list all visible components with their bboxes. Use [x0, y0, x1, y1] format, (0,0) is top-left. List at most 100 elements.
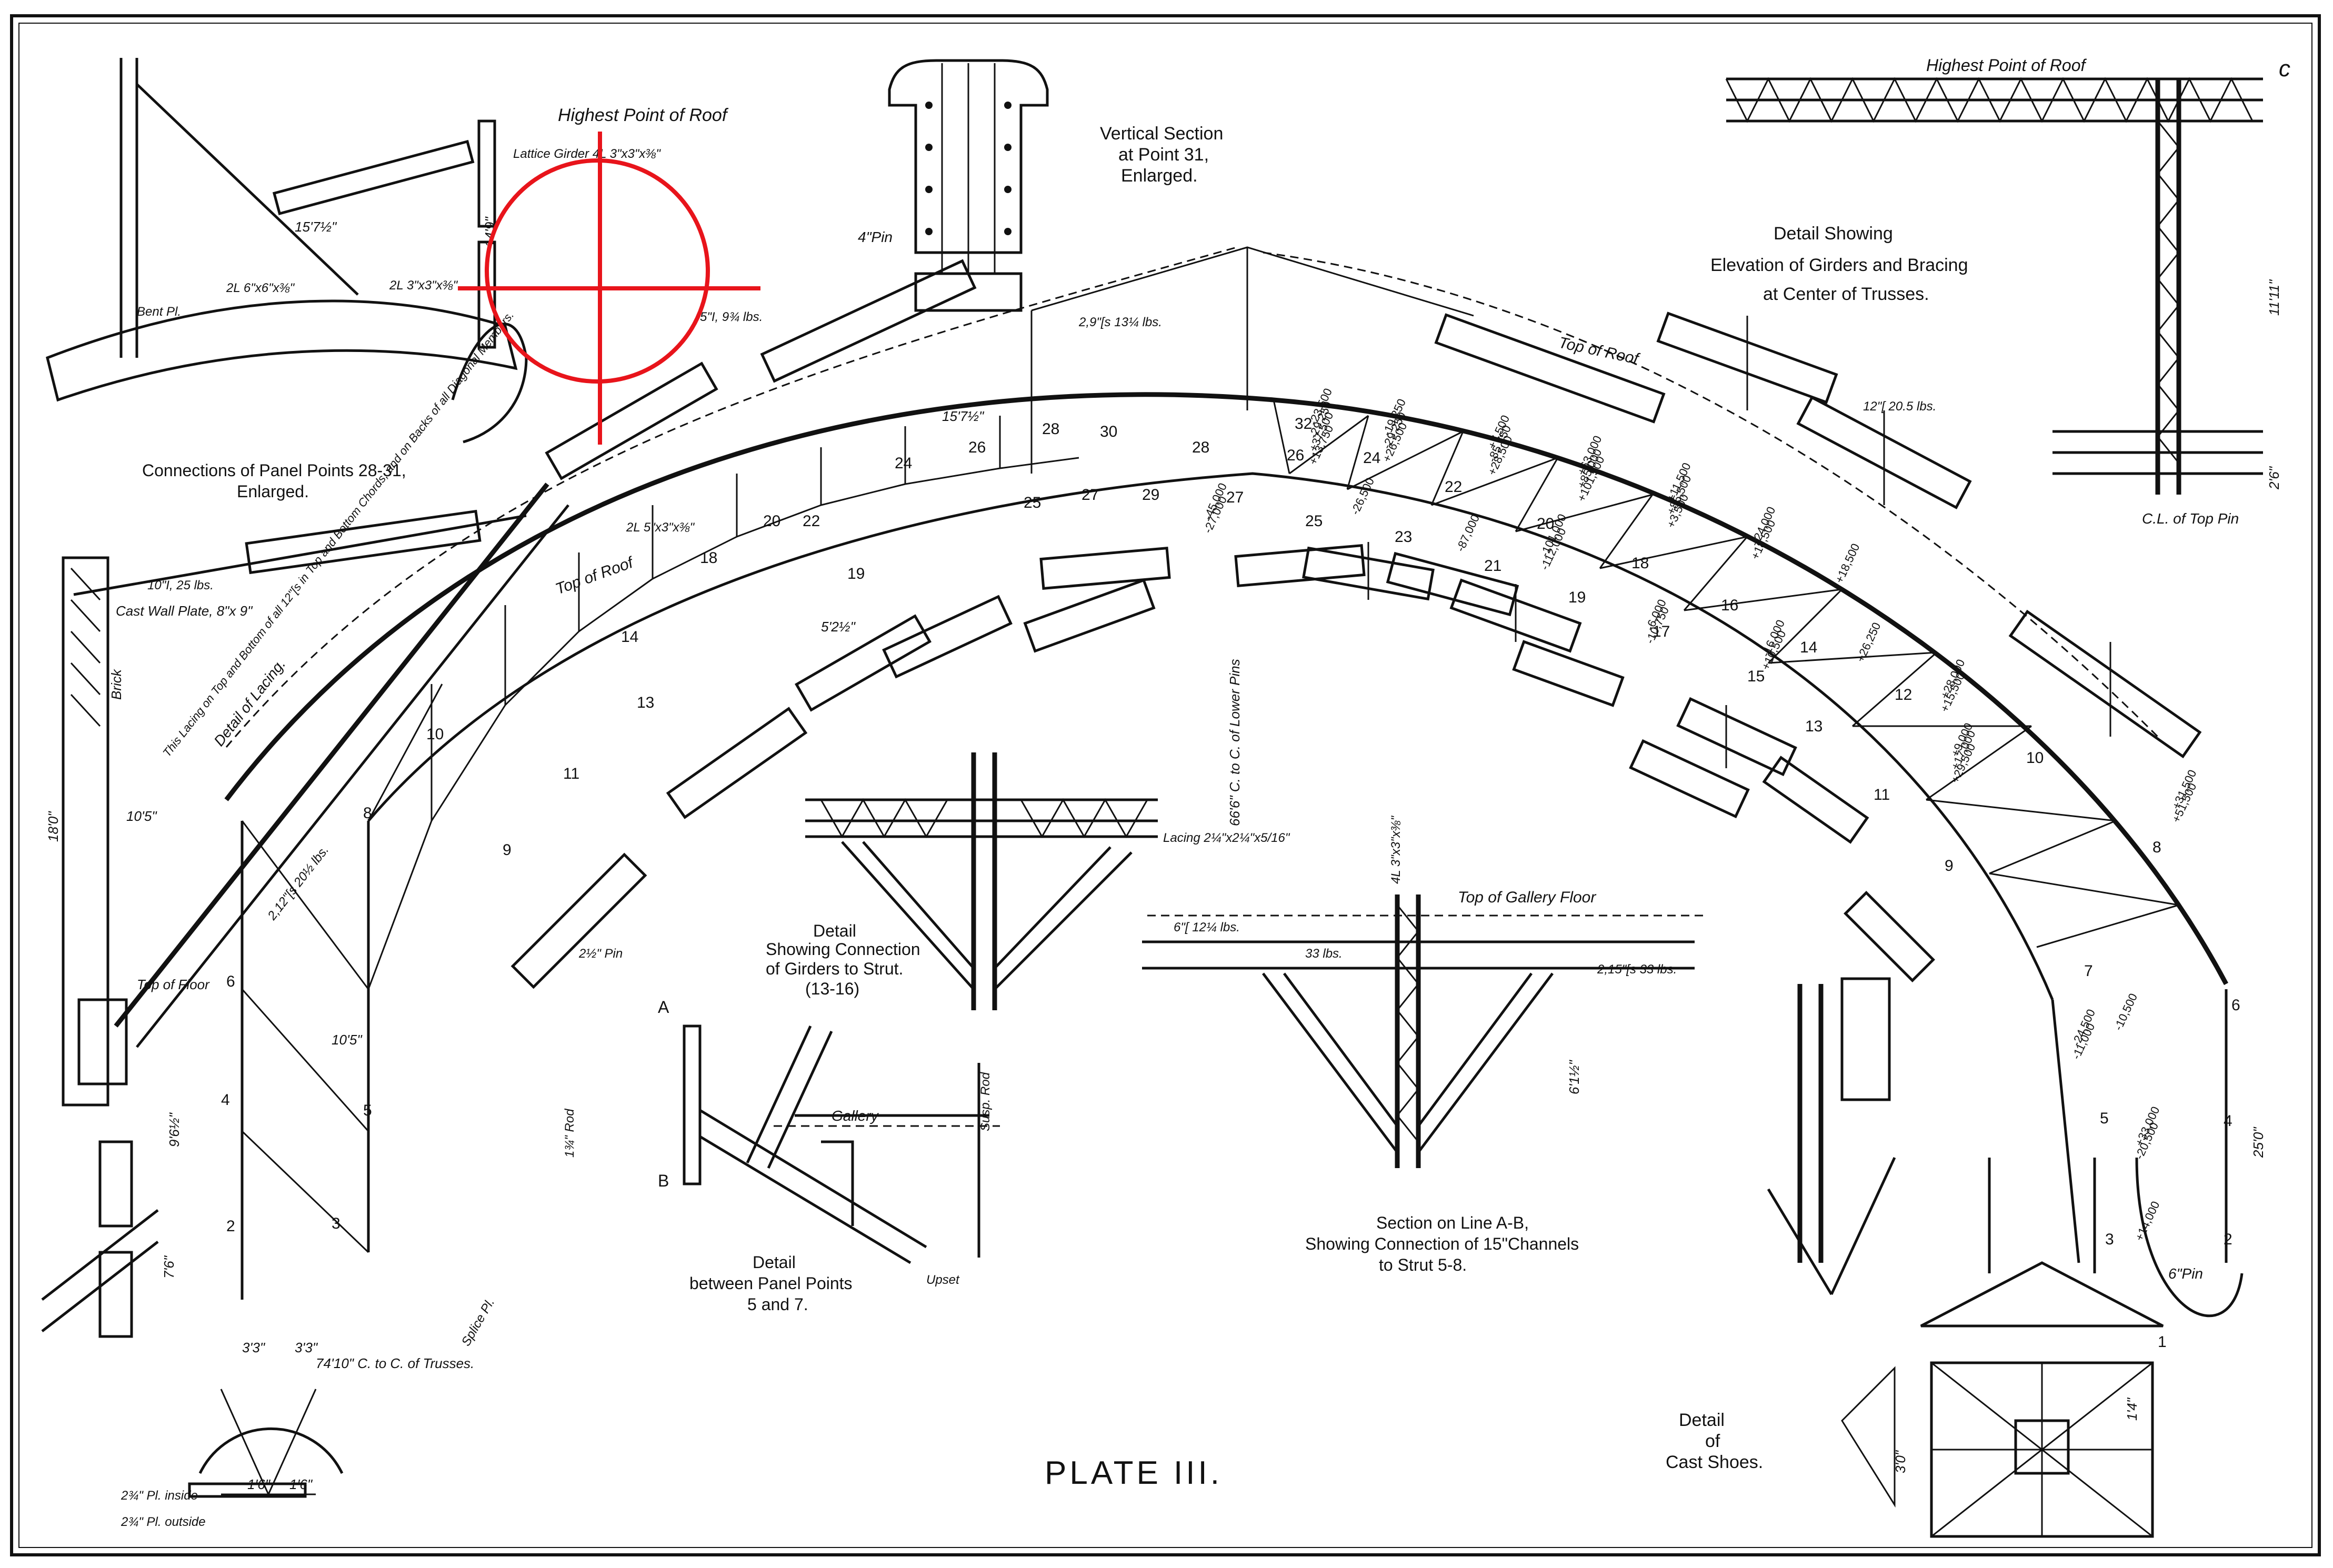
vertical-section: [888, 59, 1049, 312]
cl-top-pin: C.L. of Top Pin: [2142, 510, 2239, 527]
dimension-label: 11'11": [2266, 279, 2282, 316]
section-ab-caption-3: to Strut 5-8.: [1379, 1255, 1467, 1274]
member-note: Susp. Rod: [978, 1072, 993, 1131]
pp-24-left: 24: [895, 455, 912, 472]
pp-14-left: 14: [621, 628, 638, 646]
pp-32: 32: [1295, 415, 1312, 433]
cast-shoes-caption-3: Cast Shoes.: [1666, 1452, 1763, 1472]
cast-shoes-caption-1: Detail: [1679, 1410, 1725, 1430]
pp-6-left: 6: [226, 973, 235, 990]
pp-10-left: 10: [426, 726, 444, 743]
pp-7: 7: [2084, 962, 2093, 980]
b-mark: B: [658, 1171, 669, 1190]
member-note: Bent Pl.: [137, 305, 181, 319]
stress-value: -26,500: [1348, 476, 1377, 517]
pp-25: 25: [1305, 512, 1323, 530]
cast-shoes-detail: [1841, 1158, 2164, 1538]
member-note: Splice Pl.: [459, 1296, 497, 1349]
member-note: 33 lbs.: [1305, 947, 1343, 961]
connections-caption-1: Connections of Panel Points 28-31,: [142, 461, 406, 480]
dimension-label: 3'3": [295, 1340, 318, 1355]
vertical-section-3: Enlarged.: [1121, 166, 1198, 186]
strut-caption-2: Showing Connection: [766, 940, 920, 959]
pp-6: 6: [2231, 997, 2240, 1014]
stress-value: +26,250: [1854, 620, 1884, 664]
stress-value: -87,000: [1454, 512, 1482, 554]
section-ab-caption-2: Showing Connection of 15"Channels: [1305, 1234, 1579, 1253]
member-note: 5"I, 9¾ lbs.: [700, 310, 763, 324]
pp-20-left: 20: [763, 512, 780, 530]
vertical-section-2: at Point 31,: [1118, 145, 1209, 165]
member-note: Upset: [926, 1273, 960, 1287]
member-note: Lacing 2¼"x2¼"x5/16": [1163, 831, 1290, 845]
purlin-details: [73, 259, 2202, 1048]
bracing-caption-1: Detail Showing: [1774, 224, 1893, 244]
dimension-label: 15'7½": [295, 219, 337, 235]
strut-caption-3: of Girders to Strut.: [766, 959, 903, 978]
pp-21: 21: [1484, 557, 1501, 575]
dimension-label: 18'0": [45, 811, 61, 842]
dimension-label: 15'7½": [942, 408, 985, 424]
pp-3: 3: [2105, 1231, 2114, 1248]
dimension-label: 1'6": [247, 1476, 271, 1492]
member-note: 2L 6"x6"x⅜": [226, 281, 295, 295]
plate-inner-border: [18, 23, 2312, 1548]
top-of-floor: Top of Floor: [137, 977, 210, 992]
strut-caption-4: (13-16): [805, 979, 859, 998]
member-note: 12"[ 20.5 lbs.: [1863, 399, 1936, 414]
dimension-label: 7'6": [161, 1255, 177, 1279]
member-note: 2,12"[s 20½ lbs.: [265, 843, 332, 923]
member-note: 1¾" Rod: [563, 1109, 577, 1158]
member-note: Lattice Girder 4L 3"x3"x⅜": [513, 147, 661, 161]
member-note: 2½" Pin: [578, 947, 623, 961]
crosshair-circle: [485, 158, 710, 384]
page-mark: c: [2279, 56, 2290, 82]
pp-18: 18: [1631, 555, 1649, 572]
brick-label: Brick: [108, 668, 124, 700]
pp-14: 14: [1800, 639, 1817, 656]
pp-19-left: 19: [847, 565, 865, 582]
pp-15: 15: [1747, 668, 1765, 685]
lacing-note: This Lacing on Top and Bottom of all 12"…: [160, 308, 516, 759]
dimension-label: 2'6": [2266, 466, 2282, 490]
plate-border: [10, 14, 2321, 1556]
vertical-section-1: Vertical Section: [1100, 124, 1223, 144]
highest-point-left: Highest Point of Roof: [558, 105, 729, 125]
pp-10: 10: [2026, 749, 2044, 767]
pp-4: 4: [2224, 1112, 2232, 1130]
top-of-roof-right: Top of Roof: [1557, 334, 1641, 368]
pp-30: 30: [1100, 423, 1117, 440]
member-note: 2¾" Pl. outside: [121, 1515, 206, 1529]
member-note: 2¾" Pl. inside: [121, 1489, 198, 1503]
pp-5-left: 5: [363, 1102, 372, 1119]
gallery-label: Gallery: [832, 1108, 879, 1124]
stress-value: +18,500: [1833, 541, 1863, 585]
stress-value: -10,500: [2111, 991, 2140, 1032]
main-truss: [224, 246, 2244, 1318]
bracing-caption-2: Elevation of Girders and Bracing: [1710, 255, 1968, 275]
dimension-label: 1'4": [2124, 1397, 2140, 1421]
top-of-roof-left: Top of Roof: [553, 554, 637, 598]
four-pin-label: 4"Pin: [858, 229, 893, 245]
bracing-caption-3: at Center of Trusses.: [1763, 284, 1929, 304]
dimension-label: 6'1½": [1566, 1059, 1582, 1094]
right-strut-details: [1767, 977, 1896, 1295]
pp-19: 19: [1568, 589, 1586, 606]
dimension-label: 3'3": [242, 1340, 266, 1355]
pp-27-left: 27: [1082, 486, 1099, 504]
pp-3-left: 3: [332, 1215, 341, 1232]
pp-25-left: 25: [1024, 494, 1041, 511]
member-note: 2L 5"x3"x⅜": [626, 520, 695, 535]
panel-5-7-detail: [683, 1024, 1000, 1264]
connections-detail: [46, 58, 528, 444]
pp-27: 27: [1226, 489, 1244, 506]
highest-point-right: Highest Point of Roof: [1926, 56, 2087, 75]
panel-caption-1: Detail: [753, 1253, 796, 1272]
pp-23: 23: [1395, 528, 1412, 546]
caption-texts: Highest Point of Roof Highest Point of R…: [108, 56, 2239, 1491]
crosshair-marker: [458, 132, 760, 445]
pp-11-left: 11: [563, 765, 579, 782]
pp-24: 24: [1363, 449, 1380, 467]
section-ab-caption-1: Section on Line A-B,: [1376, 1213, 1529, 1232]
pp-17: 17: [1653, 623, 1670, 640]
